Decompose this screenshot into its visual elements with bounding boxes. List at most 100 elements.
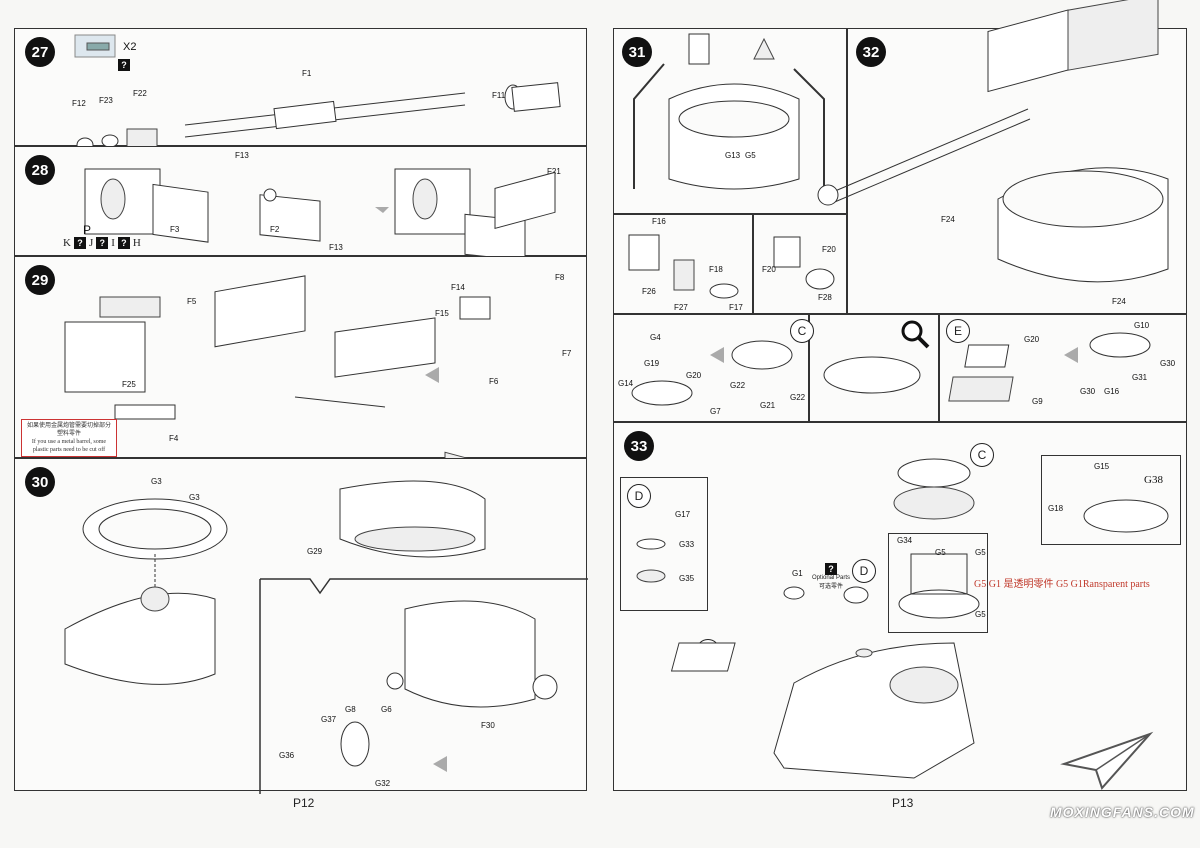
page-number-right: P13 [892,796,914,810]
hatch-e-drawing [948,332,1151,402]
step-27-number: 27 [25,37,55,67]
part-G32: G32 [375,779,391,788]
question-icon: ? [825,563,838,575]
part-G3-a: G3 [151,477,162,486]
turret-roof-drawing [670,458,975,779]
cupola-ring-drawing [1083,499,1169,533]
right-page: 31 G13 G5 32 F24 F24 [600,0,1200,848]
question-icon: ? [96,237,109,249]
optional-parts-tag: ? Optional Parts 可选零件 [812,563,850,590]
part-assembly-drawing [628,234,739,299]
marker-d-cupola: D [852,559,876,583]
cupola-frame-drawing [898,553,980,619]
part-F20-b: F20 [762,265,776,274]
part-F2: F2 [270,225,280,234]
step-28-number: 28 [25,155,55,185]
page-number-left: P12 [293,796,315,810]
part-F23: F23 [99,96,113,105]
marker-e: E [946,319,970,343]
part-G14: G14 [618,379,634,388]
barrel-drawing [76,82,561,153]
part-G30-b: G30 [1080,387,1096,396]
part-F25: F25 [122,380,136,389]
part-F20-a: F20 [822,245,836,254]
turret-ring-drawing [64,480,558,772]
part-G22-b: G22 [790,393,806,402]
left-page: 27 X2 ? F1 F11 F12 F23 F22 28 [14,28,588,810]
cupola-subpanel: G34 G5 G5 G5 [888,533,988,633]
gun-turret-drawing [817,0,1169,283]
marker-c: C [790,319,814,343]
step-30-panel: 30 G3 G3 G29 G8 G6 G37 G36 G32 F30 [14,458,588,794]
part-F12: F12 [72,99,86,108]
part-G37: G37 [321,715,337,724]
step-27-panel: 27 X2 ? F1 F11 F12 F23 F22 [14,28,587,153]
sub-assembly-d-panel: D G17 G33 G35 [620,477,708,611]
letter-J: J [88,237,94,249]
optional-parts-label: Optional Parts [812,575,851,581]
part-F5: F5 [187,297,197,306]
part-G36: G36 [279,751,295,760]
letter-H: H [132,237,141,249]
note-en: If you use a metal barrel, some plastic … [31,439,107,453]
part-G1: G5 [975,610,986,619]
turret-interior-drawing [633,33,825,190]
part-assembly-drawing [773,236,835,290]
part-G29: G29 [307,547,323,556]
part-F3: F3 [170,225,180,234]
part-F14: F14 [451,283,465,292]
part-G21: G21 [760,401,776,410]
part-F26: F26 [642,287,656,296]
marker-c-top: C [970,443,994,467]
part-F16: F16 [652,217,666,226]
part-F22: F22 [133,89,147,98]
part-F1: F1 [302,69,312,78]
part-G3-b: G3 [189,493,200,502]
part-G13: G13 [725,151,741,160]
part-F11: F11 [492,91,506,100]
part-G4: G4 [650,333,661,342]
option-codes: K ? J ? I ? H [63,237,141,249]
part-G33: G33 [679,540,695,549]
part-F13-b: F13 [329,243,343,252]
part-F18: F18 [709,265,723,274]
part-G31: G31 [1132,373,1148,382]
part-G5: G5 [745,151,756,160]
metal-barrel-icon [74,34,116,58]
step-33-number: 33 [624,431,654,461]
step-31-panel: 31 G13 G5 [613,28,847,214]
step-32-number: 32 [856,37,886,67]
part-G17: G17 [675,510,691,519]
note-cn: 如果使用金属炮管需要切掉部分塑料零件 [26,423,111,437]
part-G15: G15 [1094,462,1110,471]
sub-assembly-e-panel: E G20 G9 G10 G30 G30 G16 G31 [939,314,1187,422]
step-30-number: 30 [25,467,55,497]
part-G5-b: G5 [935,548,946,557]
p-letter: P [83,223,92,237]
part-G5-c: G5 [975,548,986,557]
part-F6: F6 [489,377,499,386]
watermark-text: MOXINGFANS.COM [1050,804,1195,820]
part-F24-a: F24 [941,215,955,224]
part-G7: G7 [710,407,721,416]
part-G20-e: G20 [1024,335,1040,344]
letter-K: K [63,237,71,249]
optional-parts-cn: 可选零件 [819,584,844,590]
step-33-panel: 33 D G17 G33 G35 G15 G38 G18 G34 [613,422,1187,791]
part-F13-a: F13 [235,151,249,160]
part-G20: G20 [686,371,702,380]
part-F27: F27 [674,303,688,312]
part-F7: F7 [562,349,572,358]
part-G10: G10 [1134,321,1150,330]
step-29-panel: 29 如果使用金属炮管需要切掉部分塑料零件 If you use a metal… [14,171,587,491]
marker-d: D [627,484,651,508]
mantlet-drawing [84,168,526,262]
part-F8: F8 [555,273,565,282]
step-29-number: 29 [25,265,55,295]
step-31-number: 31 [622,37,652,67]
part-G22-a: G22 [730,381,746,390]
part-G35: G35 [679,574,695,583]
part-F15: F15 [435,309,449,318]
part-G6: G6 [381,705,392,714]
part-F4: F4 [169,434,179,443]
